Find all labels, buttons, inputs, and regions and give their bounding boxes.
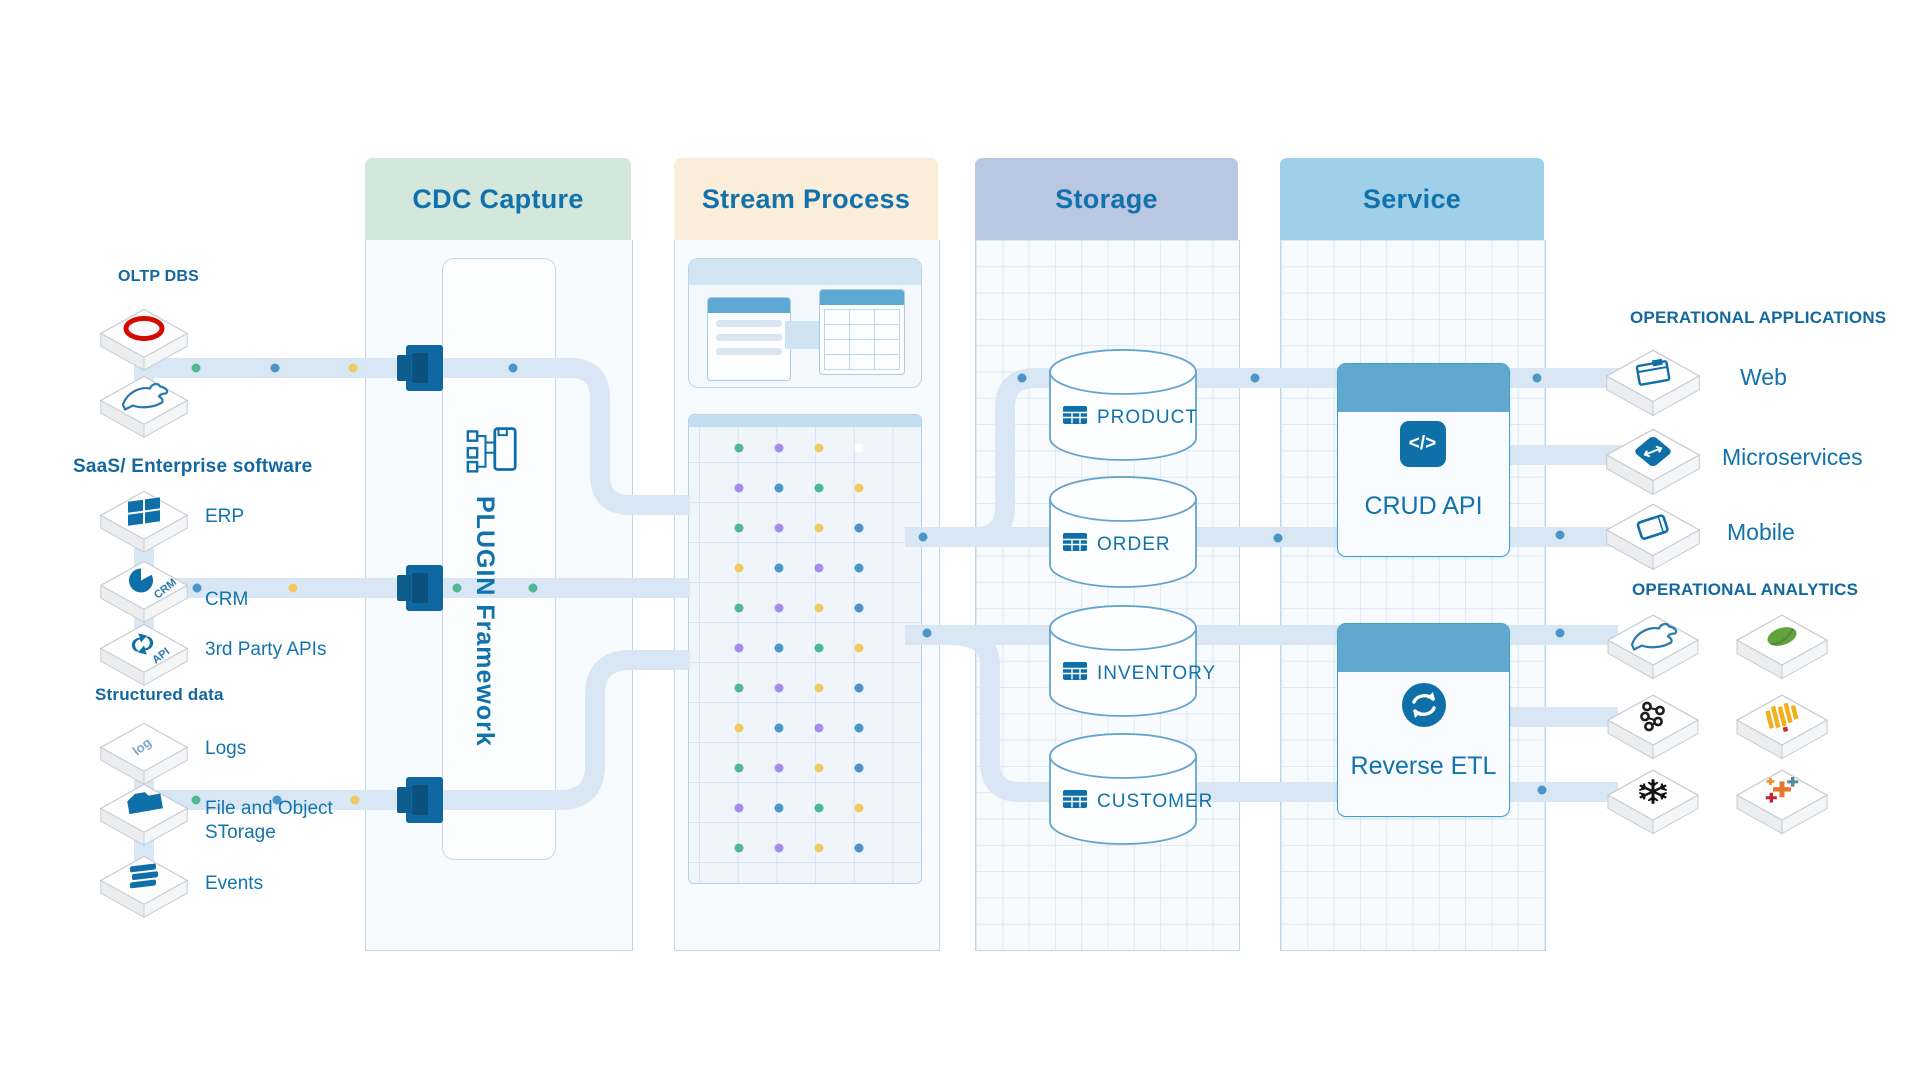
cdc-connector-block-2 bbox=[397, 565, 443, 611]
mysql-icon bbox=[1625, 618, 1681, 661]
redshift-icon bbox=[1759, 699, 1805, 740]
analytics-mysql-tile bbox=[1603, 611, 1703, 681]
api-icon bbox=[123, 628, 165, 667]
storage-title: Storage bbox=[1055, 183, 1158, 214]
web-label: Web bbox=[1740, 364, 1787, 390]
table-icon bbox=[1062, 404, 1088, 432]
oracle-tile bbox=[96, 305, 192, 373]
order-table-cylinder: ORDER bbox=[1048, 473, 1198, 598]
crm-label: CRM bbox=[205, 589, 249, 610]
mysql-icon bbox=[116, 378, 172, 421]
events-label: Events bbox=[205, 873, 264, 894]
order-label: ORDER bbox=[1097, 534, 1171, 555]
web-icon bbox=[1630, 355, 1676, 394]
sync-icon bbox=[1400, 681, 1448, 729]
third-party-api-tile: API bbox=[96, 620, 192, 688]
tableau-tile bbox=[1732, 766, 1832, 836]
table-grid bbox=[824, 309, 900, 370]
file-object-storage-label: File and Object STorage bbox=[205, 798, 333, 843]
operational-analytics-title: OPERATIONAL ANALYTICS bbox=[1632, 580, 1859, 599]
reverse-etl-card: Reverse ETL bbox=[1337, 623, 1510, 817]
card-header bbox=[1338, 364, 1509, 412]
logs-tile: log bbox=[96, 719, 192, 787]
events-icon bbox=[122, 860, 166, 899]
service-title: Service bbox=[1362, 183, 1462, 214]
schema-table-window bbox=[819, 289, 905, 375]
microservices-tile bbox=[1601, 425, 1705, 497]
plugin-framework-label: PLUGIN Framework bbox=[471, 496, 499, 747]
crud-api-label: CRUD API bbox=[1364, 492, 1483, 520]
product-table-cylinder: PRODUCT bbox=[1048, 346, 1198, 471]
customer-table-cylinder: CUSTOMER bbox=[1048, 730, 1212, 855]
column-header-stream-process: Stream Process bbox=[674, 158, 938, 240]
crud-api-card: </> CRUD API bbox=[1337, 363, 1510, 557]
crm-icon bbox=[122, 565, 166, 604]
snowflake-icon bbox=[1633, 774, 1673, 815]
erp-tile bbox=[96, 487, 192, 555]
mongodb-icon bbox=[1759, 621, 1805, 658]
stream-dot-grid bbox=[688, 414, 922, 884]
window-titlebar bbox=[708, 298, 790, 313]
stream-process-title: Stream Process bbox=[701, 183, 911, 214]
web-tile bbox=[1601, 346, 1705, 418]
mobile-tile bbox=[1601, 500, 1705, 572]
kafka-tile bbox=[1603, 691, 1703, 761]
cdc-connector-block-1 bbox=[397, 345, 443, 391]
file-object-storage-tile bbox=[96, 780, 192, 848]
events-tile bbox=[96, 852, 192, 920]
kafka-icon bbox=[1633, 699, 1673, 740]
stream-schema-card bbox=[688, 258, 922, 388]
erp-label: ERP bbox=[205, 506, 245, 527]
group-title-saas: SaaS/ Enterprise software bbox=[73, 456, 313, 477]
card-header bbox=[1338, 624, 1509, 672]
group-title-oltp-dbs: OLTP DBS bbox=[118, 268, 200, 285]
window-titlebar bbox=[820, 290, 904, 305]
column-header-cdc-capture: CDC Capture bbox=[365, 158, 631, 240]
snowflake-tile bbox=[1603, 766, 1703, 836]
microservices-icon bbox=[1631, 431, 1675, 476]
mobile-label: Mobile bbox=[1727, 519, 1795, 545]
oracle-db-icon bbox=[118, 313, 170, 352]
operational-applications-title: OPERATIONAL APPLICATIONS bbox=[1630, 308, 1887, 327]
third-party-apis-label: 3rd Party APIs bbox=[205, 639, 327, 660]
code-icon: </> bbox=[1399, 421, 1446, 467]
crm-tile: CRM bbox=[96, 557, 192, 625]
logs-label: Logs bbox=[205, 738, 247, 759]
customer-label: CUSTOMER bbox=[1097, 791, 1214, 812]
erp-icon bbox=[123, 494, 165, 535]
plugin-icon bbox=[464, 424, 520, 476]
mongodb-tile bbox=[1732, 611, 1832, 681]
cdc-capture-title: CDC Capture bbox=[412, 183, 584, 214]
table-icon bbox=[1062, 531, 1088, 559]
service-panel bbox=[1280, 240, 1546, 951]
mysql-tile bbox=[96, 372, 192, 440]
group-title-structured-data: Structured data bbox=[95, 685, 224, 704]
schema-link bbox=[785, 321, 821, 349]
inventory-table-cylinder: INVENTORY bbox=[1048, 602, 1215, 727]
mobile-icon bbox=[1630, 509, 1676, 548]
cdc-connector-block-3 bbox=[397, 777, 443, 823]
reverse-etl-label: Reverse ETL bbox=[1350, 752, 1497, 780]
microservices-label: Microservices bbox=[1722, 444, 1863, 470]
table-icon bbox=[1062, 660, 1088, 688]
schema-list-window bbox=[707, 297, 791, 381]
tableau-icon bbox=[1761, 774, 1803, 815]
table-icon bbox=[1062, 788, 1088, 816]
inventory-label: INVENTORY bbox=[1097, 663, 1217, 684]
column-header-service: Service bbox=[1280, 158, 1544, 240]
file-object-storage-icon bbox=[121, 788, 167, 827]
redshift-tile bbox=[1732, 691, 1832, 761]
product-label: PRODUCT bbox=[1097, 407, 1198, 428]
column-header-storage: Storage bbox=[975, 158, 1238, 240]
